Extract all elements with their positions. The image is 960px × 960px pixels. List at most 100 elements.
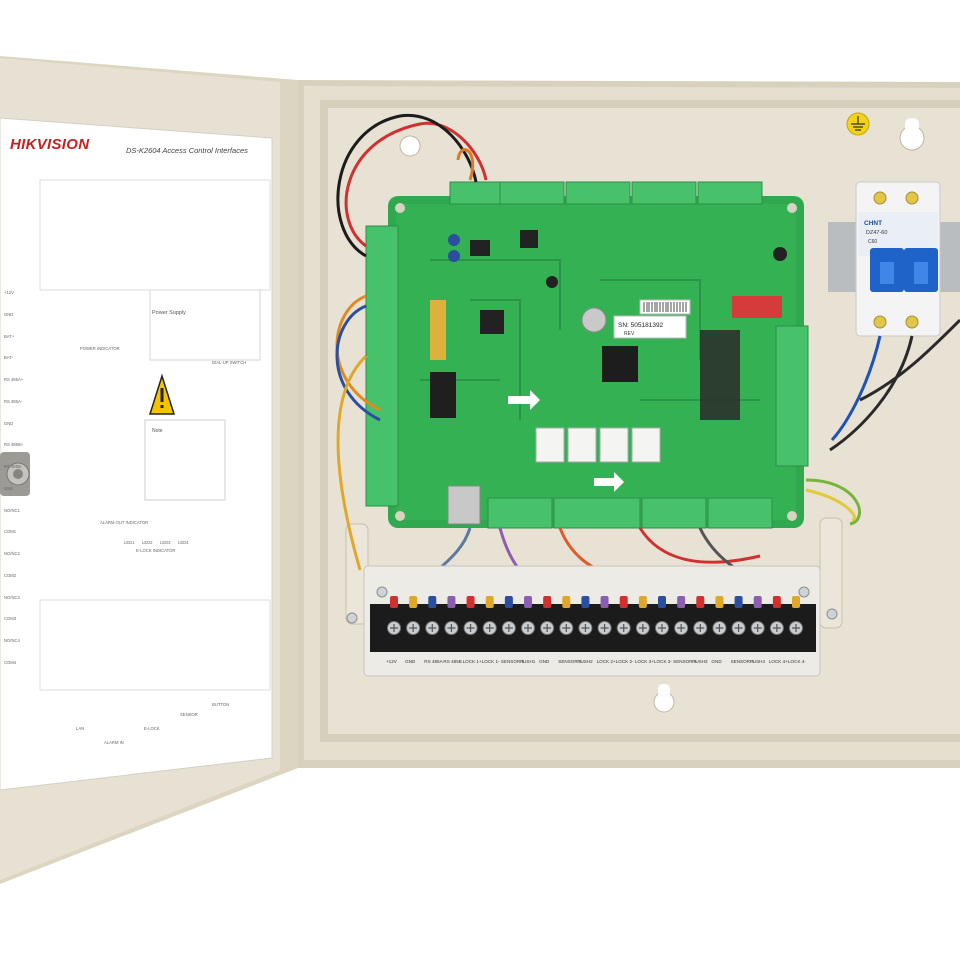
terminal-label: LOCK 2- bbox=[615, 659, 634, 664]
terminal-label: LOCK 3+ bbox=[634, 659, 654, 664]
door-led-label: LED2 bbox=[142, 540, 153, 545]
door-terminal-label: BAT+ bbox=[4, 333, 15, 339]
wire-crimp bbox=[447, 596, 456, 608]
wire-crimp bbox=[658, 596, 666, 608]
elock-label: E-LOCK bbox=[144, 726, 160, 731]
screw-slot bbox=[638, 624, 647, 632]
breaker-brand: CHNT bbox=[864, 220, 883, 227]
serial-number-label: SN: 505181392 bbox=[618, 322, 664, 329]
door-terminal-label: NO/NC3 bbox=[4, 594, 20, 600]
terminal-label: SENSOR 3 bbox=[673, 659, 697, 664]
screw-slot bbox=[562, 624, 571, 632]
terminal-label: LOCK 4+ bbox=[768, 659, 788, 664]
screw-slot bbox=[619, 624, 628, 632]
elock-indicator-label: E-LOCK INDICATOR bbox=[136, 548, 176, 553]
wire-crimps bbox=[390, 596, 800, 608]
door-terminal-label: RS 485A+ bbox=[4, 377, 24, 383]
wire-crimp bbox=[600, 596, 609, 608]
screw-slot bbox=[390, 624, 398, 632]
wire-crimp bbox=[677, 596, 686, 608]
door-terminal-label: GND bbox=[4, 311, 14, 317]
terminal-label: SENSOR 4 bbox=[730, 659, 754, 664]
lan-label: LAN bbox=[76, 726, 85, 731]
wire-crimp bbox=[715, 596, 724, 608]
terminal-label: PUSH3 bbox=[692, 659, 708, 664]
screw-slot bbox=[753, 624, 762, 632]
alarm-out-indicator-label: ALARM OUT INDICATOR bbox=[100, 520, 149, 525]
screw-slot bbox=[504, 624, 513, 632]
wire-crimp bbox=[619, 596, 628, 608]
door-terminal-label: RS 485B+ bbox=[4, 442, 24, 448]
terminal-label: LOCK 3- bbox=[654, 659, 672, 664]
terminal-label: PUSH1 bbox=[520, 659, 536, 664]
door-led-label: LED3 bbox=[160, 540, 171, 545]
door-terminal-label: NO/NC1 bbox=[4, 507, 20, 513]
terminal-label: LOCK 2+ bbox=[596, 659, 616, 664]
door-terminal-label: NO/NC4 bbox=[4, 638, 20, 644]
screw-slot bbox=[447, 624, 456, 632]
wire-crimp bbox=[638, 596, 647, 608]
screw-slot bbox=[543, 624, 552, 632]
power-indicator-label: POWER INDICATOR bbox=[80, 346, 120, 351]
diagram-title: DS-K2604 Access Control Interfaces bbox=[126, 146, 248, 155]
door-terminal-label: COM1 bbox=[4, 529, 17, 535]
terminal-screws bbox=[387, 621, 803, 635]
terminal-label: LOCK 1+ bbox=[462, 659, 482, 664]
terminal-label: RS 485A bbox=[424, 659, 443, 664]
terminal-label: LOCK 4- bbox=[788, 659, 806, 664]
wire-crimp bbox=[390, 596, 398, 608]
door-led-label: LED1 bbox=[124, 540, 135, 545]
screw-slot bbox=[658, 624, 666, 632]
wire-crimp bbox=[792, 596, 800, 608]
screw-slot bbox=[715, 624, 724, 632]
wire-crimp bbox=[524, 596, 532, 608]
door-terminal-label: +12V bbox=[4, 290, 14, 295]
screw-slot bbox=[581, 624, 590, 632]
screw-slot bbox=[734, 624, 743, 632]
screw-slot bbox=[524, 624, 532, 632]
mains-wires bbox=[805, 318, 960, 526]
wire-crimp bbox=[772, 596, 781, 608]
wire-crimp bbox=[696, 596, 705, 608]
screw-slot bbox=[428, 624, 437, 632]
circuit-breaker bbox=[828, 181, 960, 337]
door-terminal-label: COM2 bbox=[4, 572, 17, 578]
terminal-label: PUSH2 bbox=[577, 659, 593, 664]
wire-crimp bbox=[562, 596, 571, 608]
terminal-label: GND bbox=[711, 659, 722, 664]
screw-slot bbox=[792, 624, 800, 632]
wire-crimp bbox=[734, 596, 743, 608]
screw-slot bbox=[485, 624, 494, 632]
serial-sub-label: REV bbox=[624, 331, 635, 337]
door-led-label: LED4 bbox=[178, 540, 189, 545]
sensor-label: SENSOR bbox=[180, 712, 198, 717]
terminal-label: RS 485B bbox=[443, 659, 462, 664]
breaker-rating: C60 bbox=[868, 239, 878, 245]
terminal-label: GND bbox=[539, 659, 550, 664]
screw-slot bbox=[600, 624, 609, 632]
alarm-in-label: ALARM IN bbox=[104, 740, 124, 745]
wire-crimp bbox=[581, 596, 590, 608]
door-terminal-label: BAT- bbox=[4, 355, 13, 361]
terminal-label: PUSH4 bbox=[749, 659, 766, 664]
terminal-label: LOCK 1- bbox=[481, 659, 500, 664]
door-terminal-label: RS 485B- bbox=[4, 464, 23, 470]
screw-slot bbox=[409, 624, 418, 632]
terminal-block bbox=[346, 565, 838, 677]
terminal-label: SENSOR 1 bbox=[500, 659, 525, 664]
breaker-model: DZ47-60 bbox=[866, 230, 888, 236]
enclosure-door bbox=[0, 56, 298, 884]
wire-crimp bbox=[466, 596, 475, 608]
door-terminal-label: COM4 bbox=[4, 660, 17, 665]
terminal-label: GND bbox=[405, 659, 416, 664]
door-terminal-label: COM3 bbox=[4, 616, 17, 622]
screw-slot bbox=[677, 624, 686, 632]
wire-crimp bbox=[409, 596, 418, 608]
button-label: BUTTON bbox=[212, 702, 230, 707]
door-terminal-label: GND bbox=[4, 420, 14, 426]
door-terminal-label: RS 485A- bbox=[4, 398, 23, 404]
terminal-label: +12V bbox=[386, 659, 397, 664]
wire-crimp bbox=[753, 596, 762, 608]
note-heading: Note bbox=[152, 428, 163, 434]
